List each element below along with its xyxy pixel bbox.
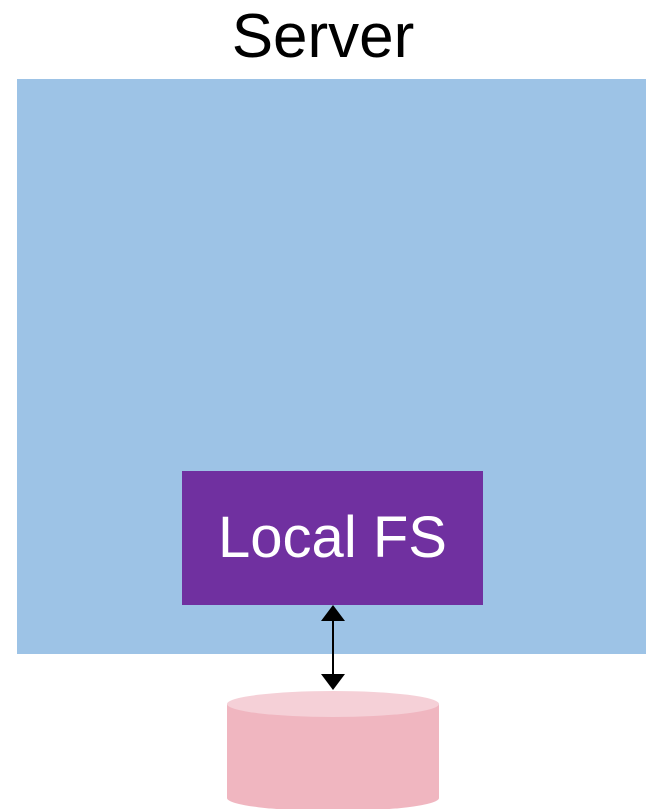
arrow-head-down bbox=[321, 674, 345, 690]
arrow-head-up bbox=[321, 605, 345, 621]
local-fs-box: Local FS bbox=[182, 471, 483, 605]
local-fs-label: Local FS bbox=[218, 505, 447, 570]
disk-top bbox=[227, 691, 439, 717]
server-title: Server bbox=[231, 2, 415, 71]
disk-body bbox=[227, 704, 439, 809]
